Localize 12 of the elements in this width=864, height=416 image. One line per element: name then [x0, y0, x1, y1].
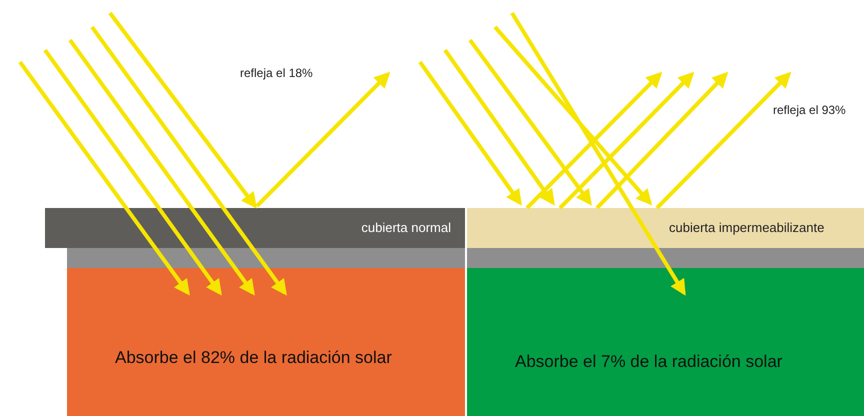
building-block — [67, 268, 465, 416]
band-label: cubierta normal — [361, 220, 451, 235]
reflection-label: refleja el 18% — [240, 66, 313, 80]
roof-band — [467, 208, 864, 248]
band-label: cubierta impermeabilizante — [669, 220, 824, 235]
building-block — [467, 268, 864, 416]
roof-layer — [467, 248, 864, 268]
absorption-text: Absorbe el 82% de la radiación solar — [115, 348, 392, 368]
absorption-text: Absorbe el 7% de la radiación solar — [515, 352, 782, 372]
roof-band — [45, 208, 465, 248]
reflection-label: refleja el 93% — [773, 103, 846, 117]
roof-layer — [67, 248, 465, 268]
